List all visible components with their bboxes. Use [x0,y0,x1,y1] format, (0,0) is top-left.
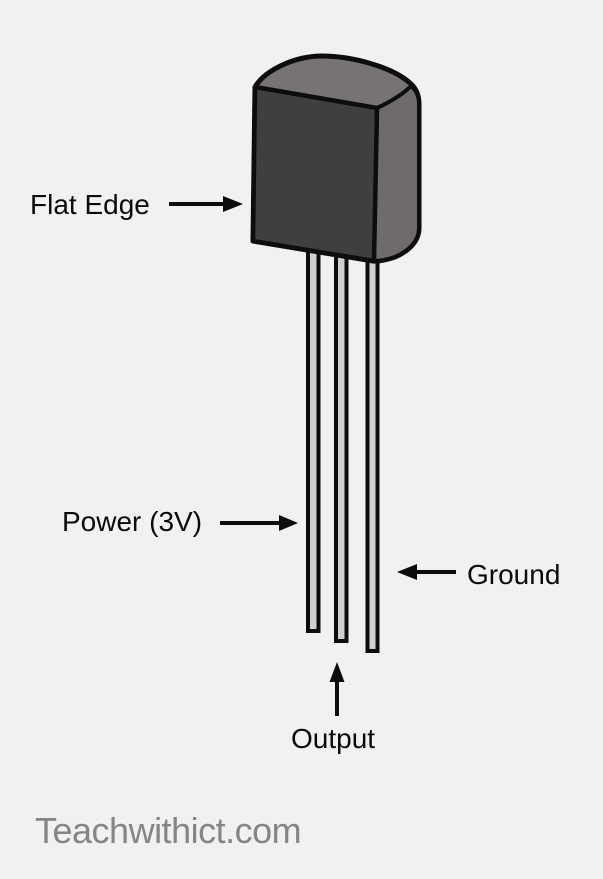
leg-right [365,254,380,653]
watermark-text: Teachwithict.com [35,810,302,851]
power-arrow-head [279,515,298,531]
body-side-face [372,84,421,263]
annotation-arrows [169,196,456,716]
output-label: Output [291,723,376,754]
output-arrow-head [329,662,345,682]
power-label: Power (3V) [62,506,203,537]
ground-arrow-head [397,564,417,580]
flat-edge-label: Flat Edge [30,189,150,220]
leg-middle [334,250,349,643]
ground-label: Ground [467,559,561,590]
transistor-legs [306,244,380,653]
body-front-face [250,84,380,264]
leg-left [306,244,321,633]
flat-edge-arrow-head [223,196,243,212]
